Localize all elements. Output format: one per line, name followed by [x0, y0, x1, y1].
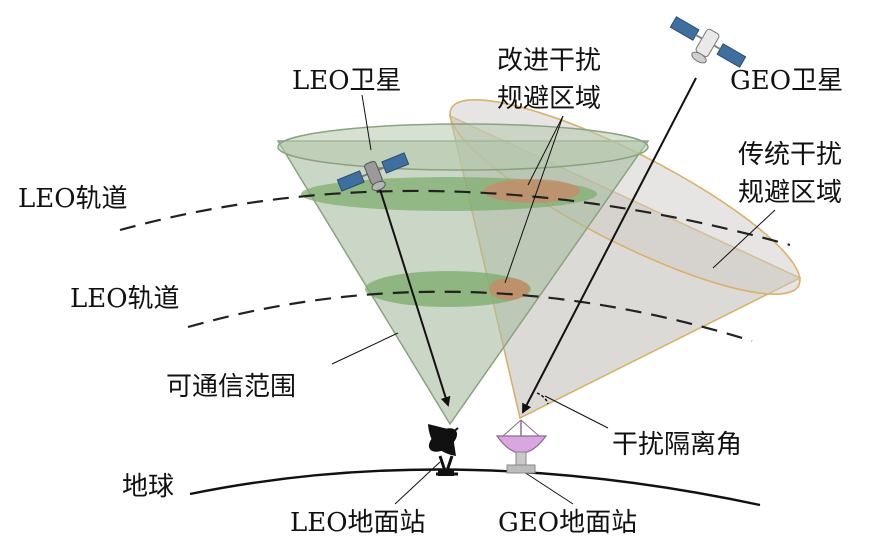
- isolation-angle-arc: [536, 392, 549, 405]
- earth-surface: [189, 468, 761, 507]
- improved-zone-lower: [489, 278, 529, 300]
- geo-link-arrow: [522, 77, 697, 414]
- leader-lines: [331, 94, 776, 505]
- traditional-zone-label-line1: 传统干扰: [738, 140, 843, 170]
- coverage-label: 可通信范围: [166, 372, 297, 402]
- leo-link-arrow: [377, 182, 451, 407]
- coverage-ellipse-lower: [365, 271, 531, 307]
- geo-dish-antenna-icon: [495, 419, 548, 474]
- leo-satellite-icon: [336, 152, 410, 192]
- geo-satellite-label: GEO卫星: [730, 66, 844, 96]
- earth-label: 地球: [122, 472, 175, 502]
- leo-orbit-upper-path: [119, 189, 791, 247]
- leo-ground-station-label: LEO地面站: [290, 508, 426, 538]
- improved-zone-label-line1: 改进干扰: [497, 46, 602, 76]
- improved-zone-upper: [484, 179, 580, 203]
- geo-satellite-icon: [669, 16, 747, 68]
- traditional-zone-label-line2: 规避区域: [738, 178, 843, 208]
- leo-orbit-upper-label: LEO轨道: [18, 184, 128, 214]
- leo-satellite-label: LEO卫星: [292, 66, 402, 96]
- leo-dish-antenna-icon: [428, 424, 459, 476]
- geo-ground-station-label: GEO地面站: [498, 508, 638, 538]
- leo-orbit-lower-label: LEO轨道: [70, 284, 180, 314]
- improved-zone-label-line2: 规避区域: [497, 84, 602, 114]
- leo-orbit-lower-path: [187, 290, 753, 343]
- isolation-angle-label: 干扰隔离角: [612, 430, 743, 460]
